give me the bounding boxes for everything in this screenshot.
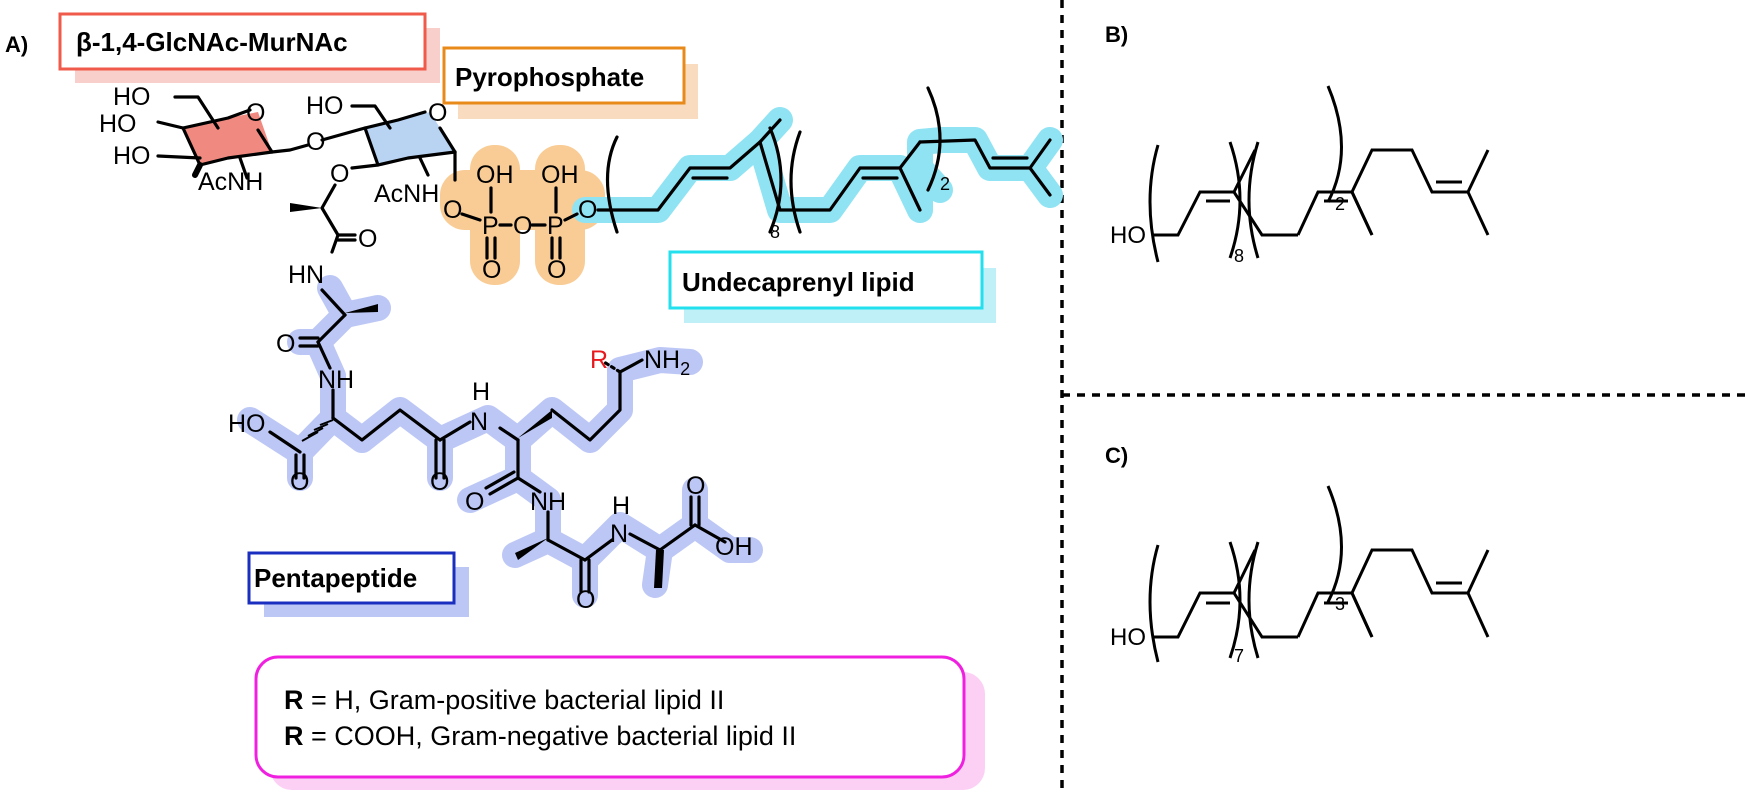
atom-o-ring2: O [428, 99, 447, 127]
bracket-open-b2 [1247, 141, 1260, 259]
legend-line-2-text: = COOH, Gram-negative bacterial lipid II [304, 721, 797, 751]
legend-box: R = H, Gram-positive bacterial lipid II … [254, 655, 985, 790]
legend-line-2: R = COOH, Gram-negative bacterial lipid … [284, 721, 796, 751]
atom-acnh-2: AcNH [374, 180, 439, 208]
atom-o-p2: O [547, 256, 566, 284]
atom-h-lys: H [472, 378, 490, 406]
atom-o-cooh: O [686, 472, 705, 500]
atom-acnh-1: AcNH [198, 168, 263, 196]
atom-oh-p2: OH [541, 161, 579, 189]
atom-o-ring1: O [246, 99, 265, 127]
legend-line-1-text: = H, Gram-positive bacterial lipid II [304, 685, 725, 715]
pyrophosphate-group: O OH P O P OH O O O [443, 161, 597, 284]
label-pyrophosphate-box [442, 46, 686, 105]
atom-o-p1: O [482, 256, 501, 284]
bracket-close-c1 [1228, 541, 1242, 659]
label-lipid: Undecaprenyl lipid [668, 250, 996, 323]
legend-line-1: R = H, Gram-positive bacterial lipid II [284, 685, 724, 715]
atom-o-glu-1: O [290, 468, 309, 496]
lipid-highlight [572, 107, 1063, 223]
bracket-open-b1 [1148, 144, 1160, 263]
repeat-subscript-outer-c: 3 [1335, 594, 1345, 614]
label-pyrophosphate-text: Pyrophosphate [455, 62, 644, 92]
bracket-open-2 [789, 130, 802, 234]
repeat-subscript-inner-c: 7 [1234, 646, 1244, 666]
atom-nh2-text: NH [644, 346, 680, 374]
atom-o-anomeric: O [443, 196, 462, 224]
atom-ho-2: HO [99, 110, 137, 138]
atom-nh2-subscript: 2 [680, 359, 690, 379]
atom-ho-b: HO [1110, 222, 1146, 249]
atom-nh-2: NH [530, 488, 566, 516]
repeat-subscript-inner-b: 8 [1234, 246, 1244, 266]
atom-o-glu-2: O [430, 468, 449, 496]
atom-p2: P [547, 212, 564, 240]
bracket-close-1 [768, 126, 783, 234]
bracket-close-c2 [1326, 485, 1343, 603]
undecaprenol-structure-c: HO [1110, 485, 1490, 663]
atom-nh2: NH2 [644, 346, 690, 379]
atom-o-ala2: O [576, 586, 595, 614]
bracket-close-b2 [1326, 85, 1343, 203]
atom-oh-p1: OH [476, 161, 514, 189]
atom-o-ester: O [578, 196, 597, 224]
repeat-subscript-outer-a: 2 [940, 174, 950, 194]
atom-p1: P [482, 212, 499, 240]
atom-o-lactyl: O [330, 160, 349, 188]
atom-o-bridge: O [513, 212, 532, 240]
atom-ho-3: HO [113, 142, 151, 170]
bracket-open-1 [605, 135, 619, 234]
panel-c-letter: C) [1105, 443, 1128, 468]
hashed-wedge [301, 419, 334, 442]
bracket-open-c2 [1247, 541, 1260, 659]
atom-ho-c: HO [1110, 624, 1146, 651]
atom-nh-1: NH [318, 366, 354, 394]
atom-ho-glu: HO [228, 410, 266, 438]
atom-o-ala1: O [276, 330, 295, 358]
label-pentapeptide-box [247, 551, 456, 605]
atom-n-lys: N [470, 408, 488, 436]
label-pyrophosphate: Pyrophosphate [442, 46, 698, 119]
atom-o-carbonyl-1: O [358, 225, 377, 253]
pentapeptide-bonds [268, 288, 727, 594]
bracket-close-2 [926, 86, 942, 192]
bracket-close-b1 [1228, 141, 1242, 259]
lipid-chain [596, 86, 1052, 234]
atom-r-group: R [590, 346, 608, 374]
legend-line-1-r: R [284, 685, 304, 715]
legend-line-2-r: R [284, 721, 304, 751]
label-lipid-text: Undecaprenyl lipid [682, 267, 915, 297]
atom-h-ala: H [612, 492, 630, 520]
sugar-bonds [156, 95, 457, 254]
atom-ho-4: HO [306, 92, 344, 120]
atom-hn-1: HN [288, 261, 324, 289]
undecaprenol-structure-b: HO [1110, 85, 1490, 263]
panel-a-letter: A) [5, 32, 28, 57]
panel-b-letter: B) [1105, 22, 1128, 47]
repeat-subscript-outer-b: 2 [1335, 194, 1345, 214]
pyrophosphate-highlight [440, 145, 605, 285]
atom-o-lys: O [465, 488, 484, 516]
legend-frame [254, 655, 966, 779]
label-pentapeptide-text: Pentapeptide [254, 563, 417, 593]
label-disaccharide: β-1,4-GlcNAc-MurNAc [58, 12, 440, 83]
label-pentapeptide: Pentapeptide [247, 551, 469, 617]
label-disaccharide-box [58, 12, 427, 71]
label-lipid-box [668, 250, 984, 310]
atom-ho-1: HO [113, 83, 151, 111]
atom-oh-cooh: OH [715, 533, 753, 561]
repeat-subscript-inner-a: 8 [770, 222, 780, 242]
glcnac-ring [181, 108, 274, 178]
label-disaccharide-text: β-1,4-GlcNAc-MurNAc [76, 27, 348, 57]
atom-n-ala: N [610, 520, 628, 548]
atom-o-glycosidic: O [306, 128, 325, 156]
bracket-open-c1 [1148, 544, 1160, 663]
